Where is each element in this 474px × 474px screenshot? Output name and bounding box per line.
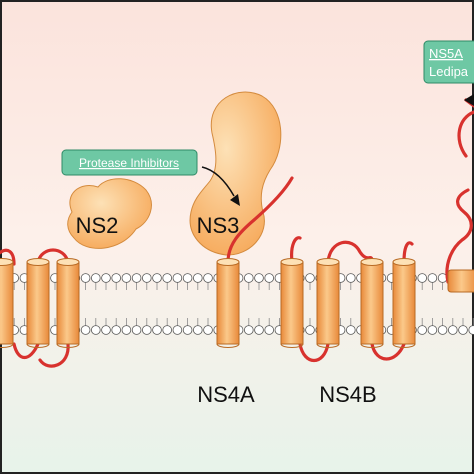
ns4a-label: NS4A: [197, 382, 255, 407]
ns2-label: NS2: [76, 213, 119, 238]
ns2-protein-blob: [67, 178, 152, 249]
helix-cylinder: [26, 258, 50, 348]
helix-cylinder: [360, 258, 384, 348]
helix-cylinder: [280, 258, 304, 348]
helix-cylinder: [216, 258, 240, 348]
ns5a-box-line1: NS5A: [429, 46, 463, 61]
helix-cylinder: [0, 258, 14, 348]
ns3-label: NS3: [197, 213, 240, 238]
protease-arrow: [201, 166, 240, 206]
ns5a-inhibitors-box: NS5A Ledipa: [423, 40, 474, 84]
helix-cylinder: [316, 258, 340, 348]
helix-cylinder: [56, 258, 80, 348]
helix-cylinder: [392, 258, 416, 348]
ns5a-arrow: [464, 94, 474, 106]
ns5a-box-line2: Ledipa: [429, 64, 469, 79]
ns5a-amphipathic-helix: [447, 269, 474, 293]
transmembrane-helices: [0, 258, 416, 348]
protease-inhibitors-label: Protease Inhibitors: [79, 156, 179, 170]
ns4b-label: NS4B: [319, 382, 376, 407]
protease-inhibitors-box: Protease Inhibitors: [61, 149, 198, 176]
polypeptide-chain: [0, 98, 474, 368]
